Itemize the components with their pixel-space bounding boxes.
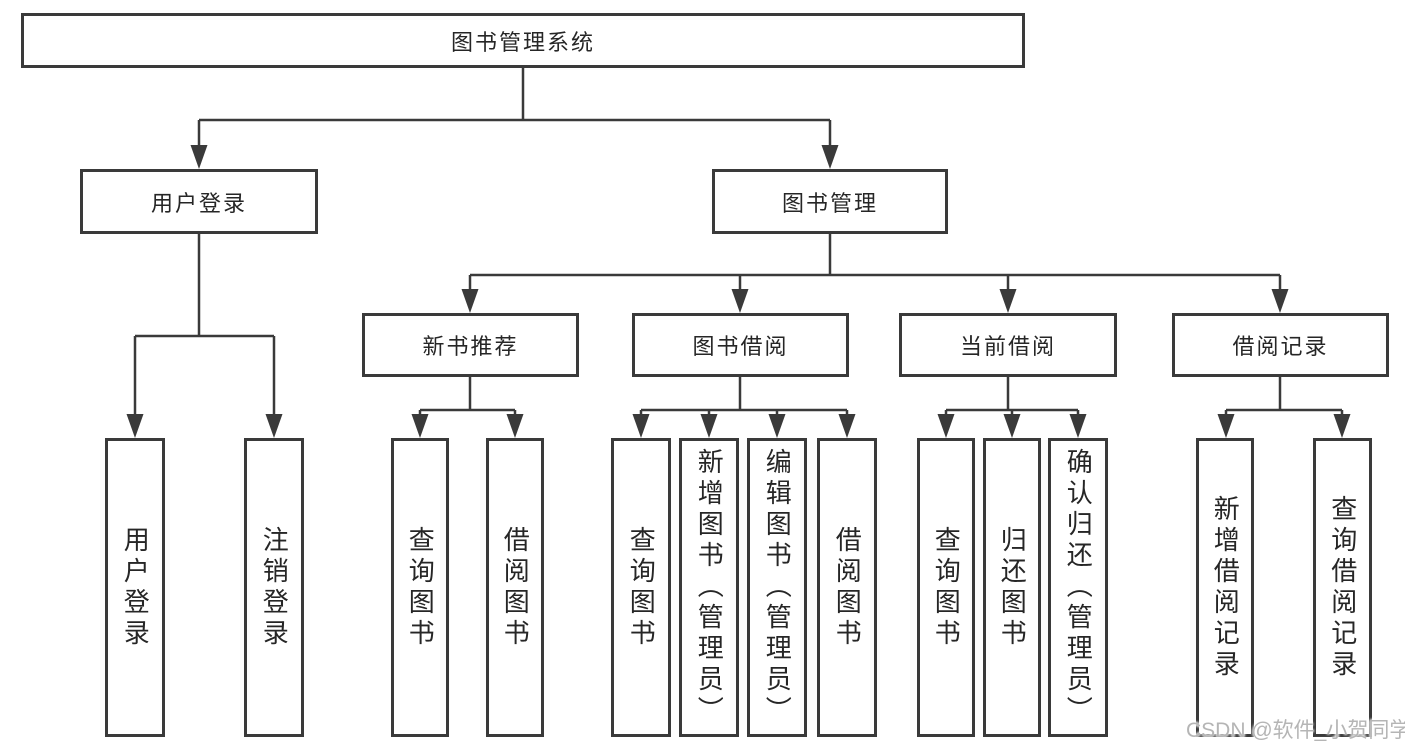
leaf-borrowing-add-books-admin: 新增图书（管理员）	[679, 438, 739, 737]
leaf-label: 借阅图书	[500, 525, 531, 650]
leaf-borrowing-query-books: 查询图书	[611, 438, 671, 737]
leaf-logout-login: 注销登录	[244, 438, 304, 737]
node-label: 借阅记录	[1232, 334, 1329, 359]
node-book-management: 图书管理	[712, 169, 948, 234]
leaf-label: 借阅图书	[832, 525, 863, 650]
node-label: 图书管理系统	[450, 29, 595, 55]
leaf-user-login: 用户登录	[105, 438, 165, 737]
leaf-label: 归还图书	[997, 525, 1028, 650]
leaf-label: 注销登录	[259, 525, 290, 650]
leaf-label: 查询借阅记录	[1327, 494, 1358, 681]
leaf-borrowing-borrow-books: 借阅图书	[817, 438, 877, 737]
node-current-borrowing: 当前借阅	[899, 313, 1117, 377]
leaf-recommend-borrow-books: 借阅图书	[486, 438, 544, 737]
leaf-current-confirm-return-admin: 确认归还（管理员）	[1048, 438, 1108, 737]
leaf-borrowing-edit-books-admin: 编辑图书（管理员）	[747, 438, 807, 737]
leaf-label: 新增图书（管理员）	[694, 448, 725, 727]
node-new-book-recommend: 新书推荐	[362, 313, 579, 377]
leaf-records-query-record: 查询借阅记录	[1313, 438, 1372, 737]
leaf-current-query-books: 查询图书	[917, 438, 975, 737]
node-user-login: 用户登录	[80, 169, 318, 234]
csdn-watermark: CSDN @软件_小贺同学	[1186, 719, 1405, 742]
leaf-label: 查询图书	[931, 525, 962, 650]
node-borrowing-records: 借阅记录	[1172, 313, 1389, 377]
leaf-label: 用户登录	[120, 525, 151, 650]
leaf-current-return-books: 归还图书	[983, 438, 1041, 737]
leaf-label: 新增借阅记录	[1210, 494, 1241, 681]
node-book-borrowing: 图书借阅	[632, 313, 849, 377]
leaf-recommend-query-books: 查询图书	[391, 438, 449, 737]
leaf-label: 查询图书	[405, 525, 436, 650]
node-label: 图书管理	[781, 190, 878, 216]
node-label: 用户登录	[150, 190, 247, 216]
node-library-management-system: 图书管理系统	[21, 13, 1025, 68]
node-label: 图书借阅	[692, 334, 789, 359]
node-label: 新书推荐	[422, 334, 519, 359]
arrowhead-icons	[126, 145, 1351, 438]
leaf-records-add-record: 新增借阅记录	[1196, 438, 1254, 737]
leaf-label: 查询图书	[626, 525, 657, 650]
node-label: 当前借阅	[959, 334, 1056, 359]
leaf-label: 编辑图书（管理员）	[762, 448, 793, 727]
leaf-label: 确认归还（管理员）	[1063, 448, 1094, 727]
